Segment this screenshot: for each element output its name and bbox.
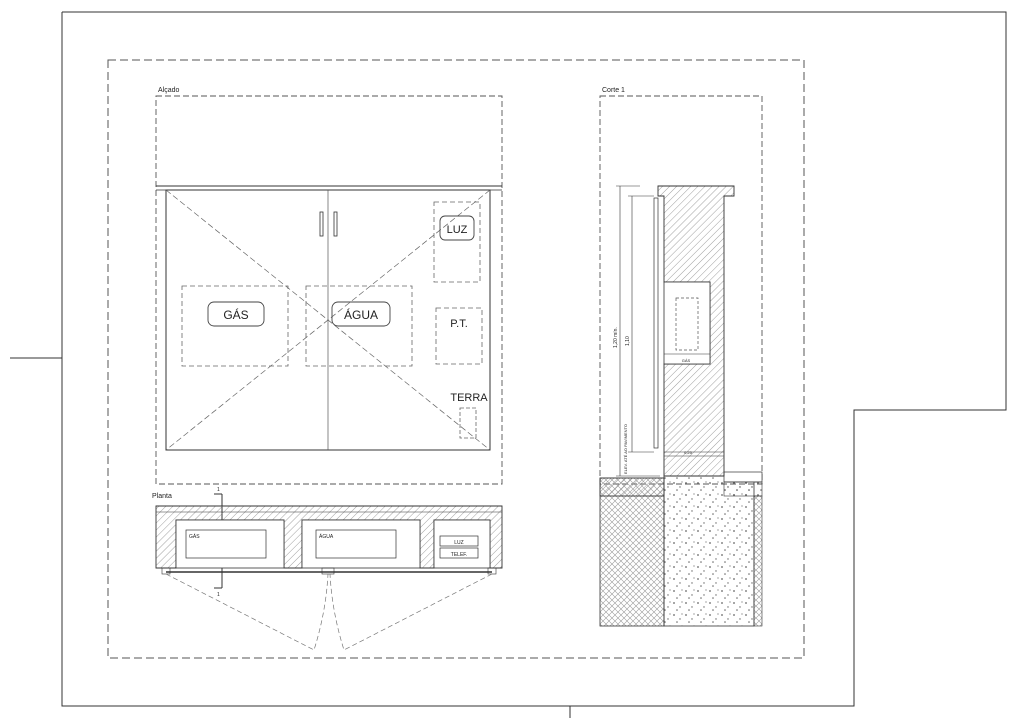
- cut-mark-bottom: 1: [217, 592, 220, 598]
- foundation-concrete: [663, 475, 755, 627]
- dim-inner-label: 1,10: [625, 336, 631, 346]
- floor-note: ELEV. ATÉ AO PAVIMENTO: [623, 424, 628, 474]
- door-swing-left: [165, 573, 329, 651]
- drawing-frame: [107, 59, 805, 659]
- plan-gas-niche: [175, 519, 285, 569]
- plan-electric-label: LUZ: [454, 540, 463, 546]
- earth-label: TERRA: [450, 392, 488, 404]
- plan-title: Planta: [152, 493, 172, 500]
- gas-meter-zone: [181, 285, 289, 367]
- plan-telef-label: TELEF.: [451, 552, 467, 558]
- section-door-leaf: [653, 197, 659, 449]
- door-handle-left: [319, 211, 324, 237]
- electricity-label: LUZ: [447, 224, 468, 236]
- cut-mark-top: 1: [217, 487, 220, 493]
- dim-total-label: 1,20 mín.: [613, 327, 619, 348]
- telecom-zone: [435, 307, 483, 365]
- telecom-label: P.T.: [450, 318, 468, 330]
- plan-water-niche: [301, 519, 421, 569]
- water-label: ÁGUA: [344, 307, 378, 322]
- elevation-dashed-envelope: [155, 95, 503, 485]
- ground-fill-right: [753, 495, 763, 627]
- section-niche: [663, 281, 711, 365]
- electricity-label-plate: [439, 215, 475, 241]
- plan-gas-label: GÁS: [189, 533, 200, 540]
- earth-box: [459, 407, 477, 439]
- elevation-title: Alçado: [158, 87, 180, 94]
- door-swing-right: [329, 573, 493, 651]
- electricity-zone: [433, 201, 481, 283]
- section-gas-label: GÁS: [682, 358, 691, 363]
- pavement-slab: [599, 477, 665, 497]
- gas-label: GÁS: [223, 307, 248, 322]
- water-meter-zone: [305, 285, 413, 367]
- dim-base-label: 0,25: [684, 450, 693, 455]
- ground-fill-left: [599, 477, 665, 627]
- gas-label-plate: [207, 301, 265, 327]
- section-title: Corte 1: [602, 87, 625, 94]
- site-boundary: [61, 11, 1007, 707]
- door-handle-right: [333, 211, 338, 237]
- section-view: Corte 1 GÁS 1,20 mín. 1,10 ELEV. ATÉ AO …: [599, 87, 763, 627]
- plan-water-label: ÁGUA: [319, 533, 334, 540]
- plan-electric-niche: [433, 519, 491, 569]
- elevation-view: Alçado GÁS ÁGUA LUZ P.T. TERRA: [155, 87, 503, 485]
- plan-view: Planta 1 1 GÁS ÁGUA LUZ TELEF.: [152, 487, 503, 651]
- water-label-plate: [331, 301, 391, 327]
- section-gas-meter: [675, 297, 699, 351]
